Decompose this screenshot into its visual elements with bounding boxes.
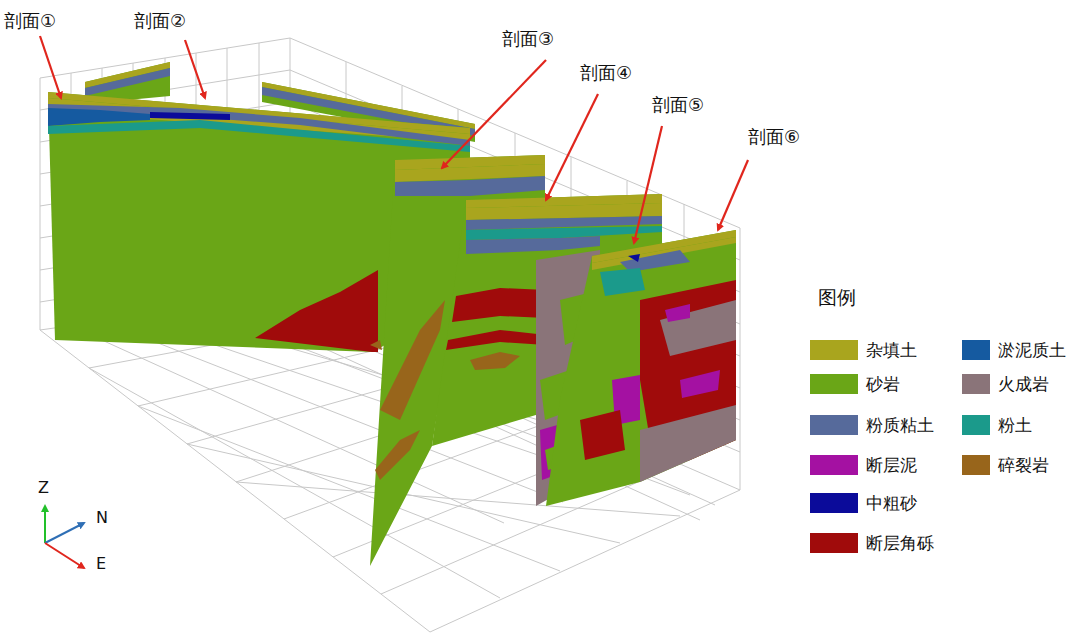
legend-swatch [810,374,858,394]
leader-arrows [40,36,748,243]
legend-swatch [962,415,990,435]
legend-swatch [810,493,858,513]
legend-text: 断层角砾 [866,533,934,553]
legend-swatch [810,455,858,475]
legend-swatch [810,533,858,553]
legend-swatch [810,340,858,360]
grid-box [40,38,740,632]
axis-label: E [96,554,106,573]
legend-text: 火成岩 [998,374,1049,394]
section-label: 剖面③ [502,28,554,50]
section-label: 剖面⑤ [652,94,704,116]
legend-swatch [962,340,990,360]
legend-text: 杂填土 [866,340,917,360]
axis-label: Z [38,478,49,497]
section-label: 剖面⑥ [748,126,800,148]
legend-title: 图例 [818,286,856,309]
section-label: 剖面④ [580,62,632,84]
legend-text: 碎裂岩 [998,455,1049,475]
legend-text: 砂岩 [866,374,900,394]
legend-text: 中粗砂 [866,493,917,513]
legend-text: 淤泥质土 [998,340,1066,360]
legend-text: 粉土 [998,415,1032,435]
legend-text: 粉质粘土 [866,415,934,435]
legend-swatch [962,374,990,394]
legend-swatch [962,455,990,475]
axis-indicator [45,506,84,568]
section-label: 剖面① [4,10,56,32]
legend-text: 断层泥 [866,455,917,475]
axis-label: N [96,508,108,527]
section-label: 剖面② [134,10,186,32]
legend-swatch [810,415,858,435]
section-panel [546,230,736,506]
